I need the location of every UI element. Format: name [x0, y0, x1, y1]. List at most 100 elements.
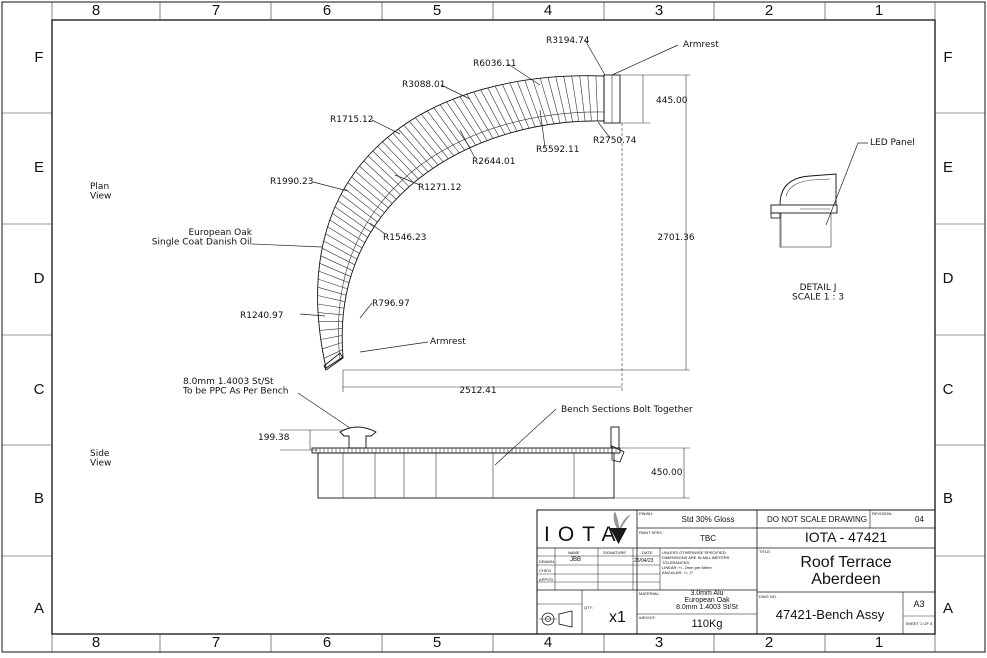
dim-text-450: 450.00	[651, 468, 683, 478]
steel-armrest-left	[340, 427, 376, 448]
zone-row-label: F	[29, 49, 49, 66]
bench-slat	[564, 76, 573, 121]
drawing-title: Roof Terrace Aberdeen	[757, 554, 935, 588]
bench-slat	[572, 76, 579, 121]
zone-column-label: 1	[869, 2, 889, 19]
dim-text-199: 199.38	[258, 433, 290, 443]
checked-label: CHK'D	[539, 568, 551, 573]
zone-row-label: C	[29, 381, 49, 398]
qty-value: x1	[609, 609, 626, 627]
tolerance-note: UNLESS OTHERWISE SPECIFIED: DIMENSIONS A…	[662, 550, 729, 575]
leader-material	[252, 244, 322, 247]
zone-column-label: 3	[649, 2, 669, 19]
bench-slat	[404, 125, 438, 165]
bench-slat	[344, 188, 381, 217]
bench-slat	[467, 94, 493, 138]
bench-slat	[556, 77, 567, 123]
bench-base	[318, 453, 614, 498]
bench-slat	[596, 76, 598, 121]
seat-slat-ticks	[316, 448, 616, 453]
drawn-name: JBB	[570, 557, 581, 563]
bench-slat	[415, 118, 448, 159]
zone-column-label: 4	[538, 2, 558, 19]
dwg-label: DWG NO.	[759, 594, 777, 599]
zone-row-label: E	[938, 159, 958, 176]
sheet-count: SHEET 1 OF 6	[903, 621, 935, 626]
seat-top	[312, 448, 620, 453]
bench-slat	[321, 256, 353, 271]
dim-text-2701: 2701.36	[657, 233, 694, 243]
bench-slat	[548, 78, 560, 124]
zone-row-label: D	[938, 270, 958, 287]
zone-row-label: B	[938, 490, 958, 507]
leader-armrest-top	[612, 45, 678, 75]
sheet-size: A3	[903, 599, 935, 609]
bench-slat	[322, 248, 355, 265]
detail-led-panel	[781, 213, 831, 247]
bench-slat	[360, 166, 397, 199]
radius-label: R1240.97	[240, 311, 283, 321]
material-value: 3.0mm Alu European Oak 8.0mm 1.4003 St/S…	[657, 590, 757, 611]
qty-label: QTY:	[584, 605, 593, 610]
bench-slat	[338, 201, 374, 227]
bench-slat	[410, 121, 444, 162]
bench-slat	[517, 82, 535, 127]
col-date: DATE	[642, 550, 652, 555]
bench-slat	[447, 102, 476, 145]
bench-slat	[453, 99, 481, 143]
bench-slat	[348, 183, 385, 213]
drawn-date: 26/04/23	[634, 558, 653, 564]
zone-column-label: 4	[538, 634, 558, 651]
leader-r2644	[460, 130, 475, 158]
approved-label: APPV'D	[539, 577, 553, 582]
bench-slat	[324, 241, 357, 259]
detail-inner-profile	[786, 179, 830, 196]
weight-value: 110Kg	[657, 618, 757, 630]
radius-label: R1546.23	[383, 233, 426, 243]
bench-slat	[540, 78, 554, 124]
detail-armrest-profile	[780, 174, 836, 205]
zone-column-label: 2	[759, 634, 779, 651]
armrest-right-post	[611, 427, 619, 448]
zone-column-label: 1	[869, 634, 889, 651]
bench-slat	[320, 328, 343, 330]
paint-label: PAINT SPEC:	[639, 530, 664, 535]
dim-text-2512: 2512.41	[459, 386, 496, 396]
bench-slat	[474, 92, 499, 136]
armrest-label: Armrest	[430, 337, 466, 347]
bench-slat	[383, 142, 419, 179]
drawing-number: 47421-Bench Assy	[757, 607, 903, 622]
zone-row-label: B	[29, 490, 49, 507]
armrest-label: Armrest	[683, 40, 719, 50]
revision-value: 04	[915, 515, 924, 524]
bench-slat	[398, 129, 433, 168]
bench-slat	[320, 263, 351, 276]
led-panel-label: LED Panel	[870, 138, 915, 148]
bench-slat	[378, 146, 414, 183]
zone-column-label: 5	[427, 634, 447, 651]
radius-label: R796.97	[372, 299, 410, 309]
col-signature: SIGNATURE	[603, 550, 626, 555]
radius-label: R2644.01	[472, 157, 515, 167]
bench-slat	[321, 335, 342, 339]
projection-symbol-cone	[559, 611, 572, 627]
dim-text-445: 445.00	[656, 96, 688, 106]
company-logo: IOTA	[544, 523, 623, 547]
radius-label: R5592.11	[536, 145, 579, 155]
bench-slat	[318, 313, 343, 315]
radius-label: R3194.74	[546, 36, 590, 46]
bench-slat	[588, 76, 592, 121]
zone-row-label: D	[29, 270, 49, 287]
zone-row-label: E	[29, 159, 49, 176]
zone-row-label: A	[29, 600, 49, 617]
bench-slat	[355, 171, 392, 203]
finish-label: FINISH:	[639, 511, 653, 516]
bench-slat	[335, 207, 371, 232]
finish-value: Std 30% Gloss	[662, 515, 754, 524]
